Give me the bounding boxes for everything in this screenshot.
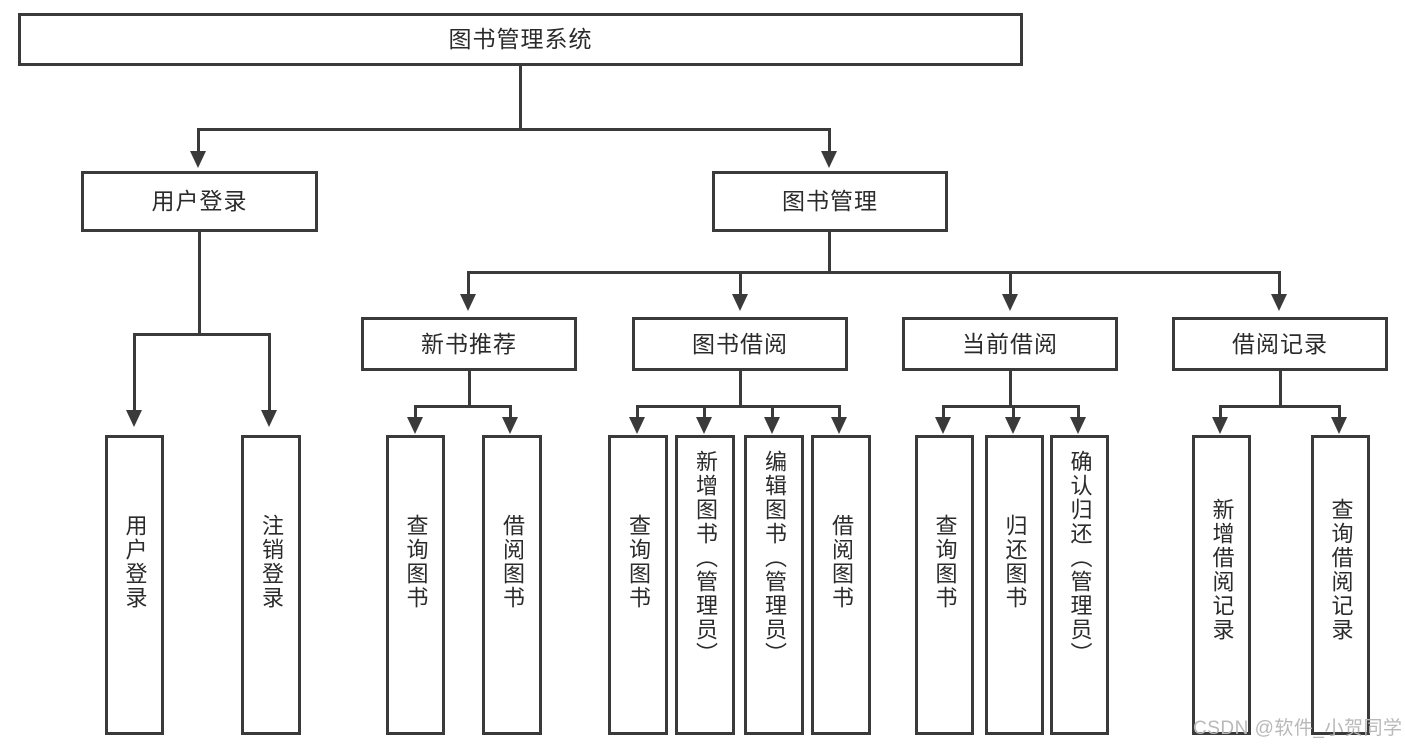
connector-bm-drop-3	[1009, 271, 1012, 296]
connector-root-drop-right	[828, 128, 831, 153]
connector-bm-drop-1	[467, 271, 470, 296]
connector-br-stem	[1279, 371, 1282, 407]
leaf-label: 查询图书	[625, 514, 651, 610]
connector-book-management-bus	[467, 271, 1281, 274]
connector-cb-stem	[1009, 371, 1012, 407]
node-user-login[interactable]: 用户登录	[81, 171, 318, 232]
leaf-user-login-login[interactable]: 用户登录	[105, 435, 164, 735]
leaf-cb-confirm-return-admin[interactable]: 确认归还（管理员）	[1050, 435, 1109, 735]
connector-bb-drop-1	[636, 405, 639, 420]
leaf-bb-borrow-book[interactable]: 借阅图书	[811, 435, 871, 735]
leaf-label: 借阅图书	[499, 514, 525, 610]
node-label: 新书推荐	[421, 330, 517, 357]
arrowhead-cb-leaf-3	[1070, 417, 1086, 434]
leaf-bb-query-book[interactable]: 查询图书	[608, 435, 668, 735]
connector-nbr-stem	[468, 371, 471, 407]
node-book-management-system[interactable]: 图书管理系统	[18, 13, 1023, 66]
arrowhead-to-book-management	[821, 151, 837, 168]
node-book-management[interactable]: 图书管理	[712, 171, 948, 232]
leaf-label: 用户登录	[122, 514, 148, 610]
node-book-borrow[interactable]: 图书借阅	[632, 317, 848, 371]
arrowhead-nbr-leaf-2	[502, 417, 518, 434]
leaf-label: 新增图书（管理员）	[692, 450, 718, 666]
connector-root-stem	[519, 66, 522, 130]
arrowhead-nbr-leaf-1	[407, 417, 423, 434]
connector-bb-stem	[739, 371, 742, 407]
arrowhead-cb-leaf-1	[935, 417, 951, 434]
connector-nbr-bus	[414, 405, 512, 408]
connector-cb-drop-1	[942, 405, 945, 420]
leaf-cb-return-book[interactable]: 归还图书	[985, 435, 1044, 735]
node-new-book-recommend[interactable]: 新书推荐	[361, 317, 577, 371]
leaf-label: 查询借阅记录	[1328, 498, 1354, 642]
leaf-br-query-record[interactable]: 查询借阅记录	[1311, 435, 1370, 735]
node-label: 用户登录	[151, 188, 248, 215]
arrowhead-bb-leaf-1	[629, 417, 645, 434]
leaf-label: 借阅图书	[828, 514, 854, 610]
leaf-label: 新增借阅记录	[1209, 498, 1235, 642]
connector-bb-drop-3	[771, 405, 774, 420]
connector-user-login-drop-1	[133, 333, 136, 412]
connector-cb-drop-2	[1012, 405, 1015, 420]
arrowhead-to-current-borrow	[1002, 294, 1018, 311]
node-current-borrow[interactable]: 当前借阅	[902, 317, 1118, 371]
connector-bm-drop-4	[1278, 271, 1281, 296]
connector-root-bus	[197, 128, 831, 131]
arrowhead-bb-leaf-4	[831, 417, 847, 434]
connector-bb-drop-4	[838, 405, 841, 420]
node-label: 图书管理	[782, 188, 878, 215]
connector-root-drop-left	[197, 128, 200, 153]
leaf-label: 注销登录	[258, 514, 284, 610]
leaf-label: 查询图书	[403, 514, 429, 610]
connector-br-bus	[1219, 405, 1341, 408]
arrowhead-to-book-borrow	[732, 294, 748, 311]
connector-cb-drop-3	[1077, 405, 1080, 420]
arrowhead-user-login-leaf-1	[126, 410, 142, 427]
arrowhead-to-user-login	[190, 151, 206, 168]
connector-bb-drop-2	[703, 405, 706, 420]
node-borrow-record[interactable]: 借阅记录	[1172, 317, 1388, 371]
connector-nbr-drop-2	[509, 405, 512, 420]
leaf-bb-add-book-admin[interactable]: 新增图书（管理员）	[675, 435, 735, 735]
arrowhead-user-login-leaf-2	[261, 410, 277, 427]
leaf-label: 编辑图书（管理员）	[761, 450, 787, 666]
leaf-label: 确认归还（管理员）	[1067, 450, 1093, 666]
leaf-cb-query-book[interactable]: 查询图书	[915, 435, 974, 735]
node-label: 当前借阅	[962, 330, 1058, 357]
node-label: 图书借阅	[692, 330, 788, 357]
connector-bm-drop-2	[739, 271, 742, 296]
leaf-label: 查询图书	[932, 514, 958, 610]
connector-br-drop-1	[1219, 405, 1222, 420]
connector-nbr-drop-1	[414, 405, 417, 420]
arrowhead-to-new-book-recommend	[460, 294, 476, 311]
node-label: 图书管理系统	[448, 26, 593, 53]
arrowhead-br-leaf-2	[1331, 417, 1347, 434]
arrowhead-br-leaf-1	[1212, 417, 1228, 434]
arrowhead-bb-leaf-2	[696, 417, 712, 434]
connector-bb-bus	[636, 405, 840, 408]
arrowhead-bb-leaf-3	[764, 417, 780, 434]
leaf-nbr-query-book[interactable]: 查询图书	[386, 435, 445, 735]
connector-cb-bus	[942, 405, 1078, 408]
watermark-text: CSDN @软件_小贺同学	[1193, 718, 1403, 739]
connector-book-management-stem	[828, 232, 831, 274]
leaf-nbr-borrow-book[interactable]: 借阅图书	[482, 435, 542, 735]
connector-br-drop-2	[1338, 405, 1341, 420]
connector-user-login-drop-2	[268, 333, 271, 412]
node-label: 借阅记录	[1232, 330, 1328, 357]
leaf-bb-edit-book-admin[interactable]: 编辑图书（管理员）	[744, 435, 804, 735]
connector-user-login-stem	[198, 232, 201, 335]
connector-user-login-bus	[133, 333, 271, 336]
arrowhead-to-borrow-record	[1271, 294, 1287, 311]
leaf-user-login-logout[interactable]: 注销登录	[241, 435, 301, 735]
leaf-label: 归还图书	[1002, 514, 1028, 610]
arrowhead-cb-leaf-2	[1005, 417, 1021, 434]
leaf-br-add-record[interactable]: 新增借阅记录	[1192, 435, 1251, 735]
